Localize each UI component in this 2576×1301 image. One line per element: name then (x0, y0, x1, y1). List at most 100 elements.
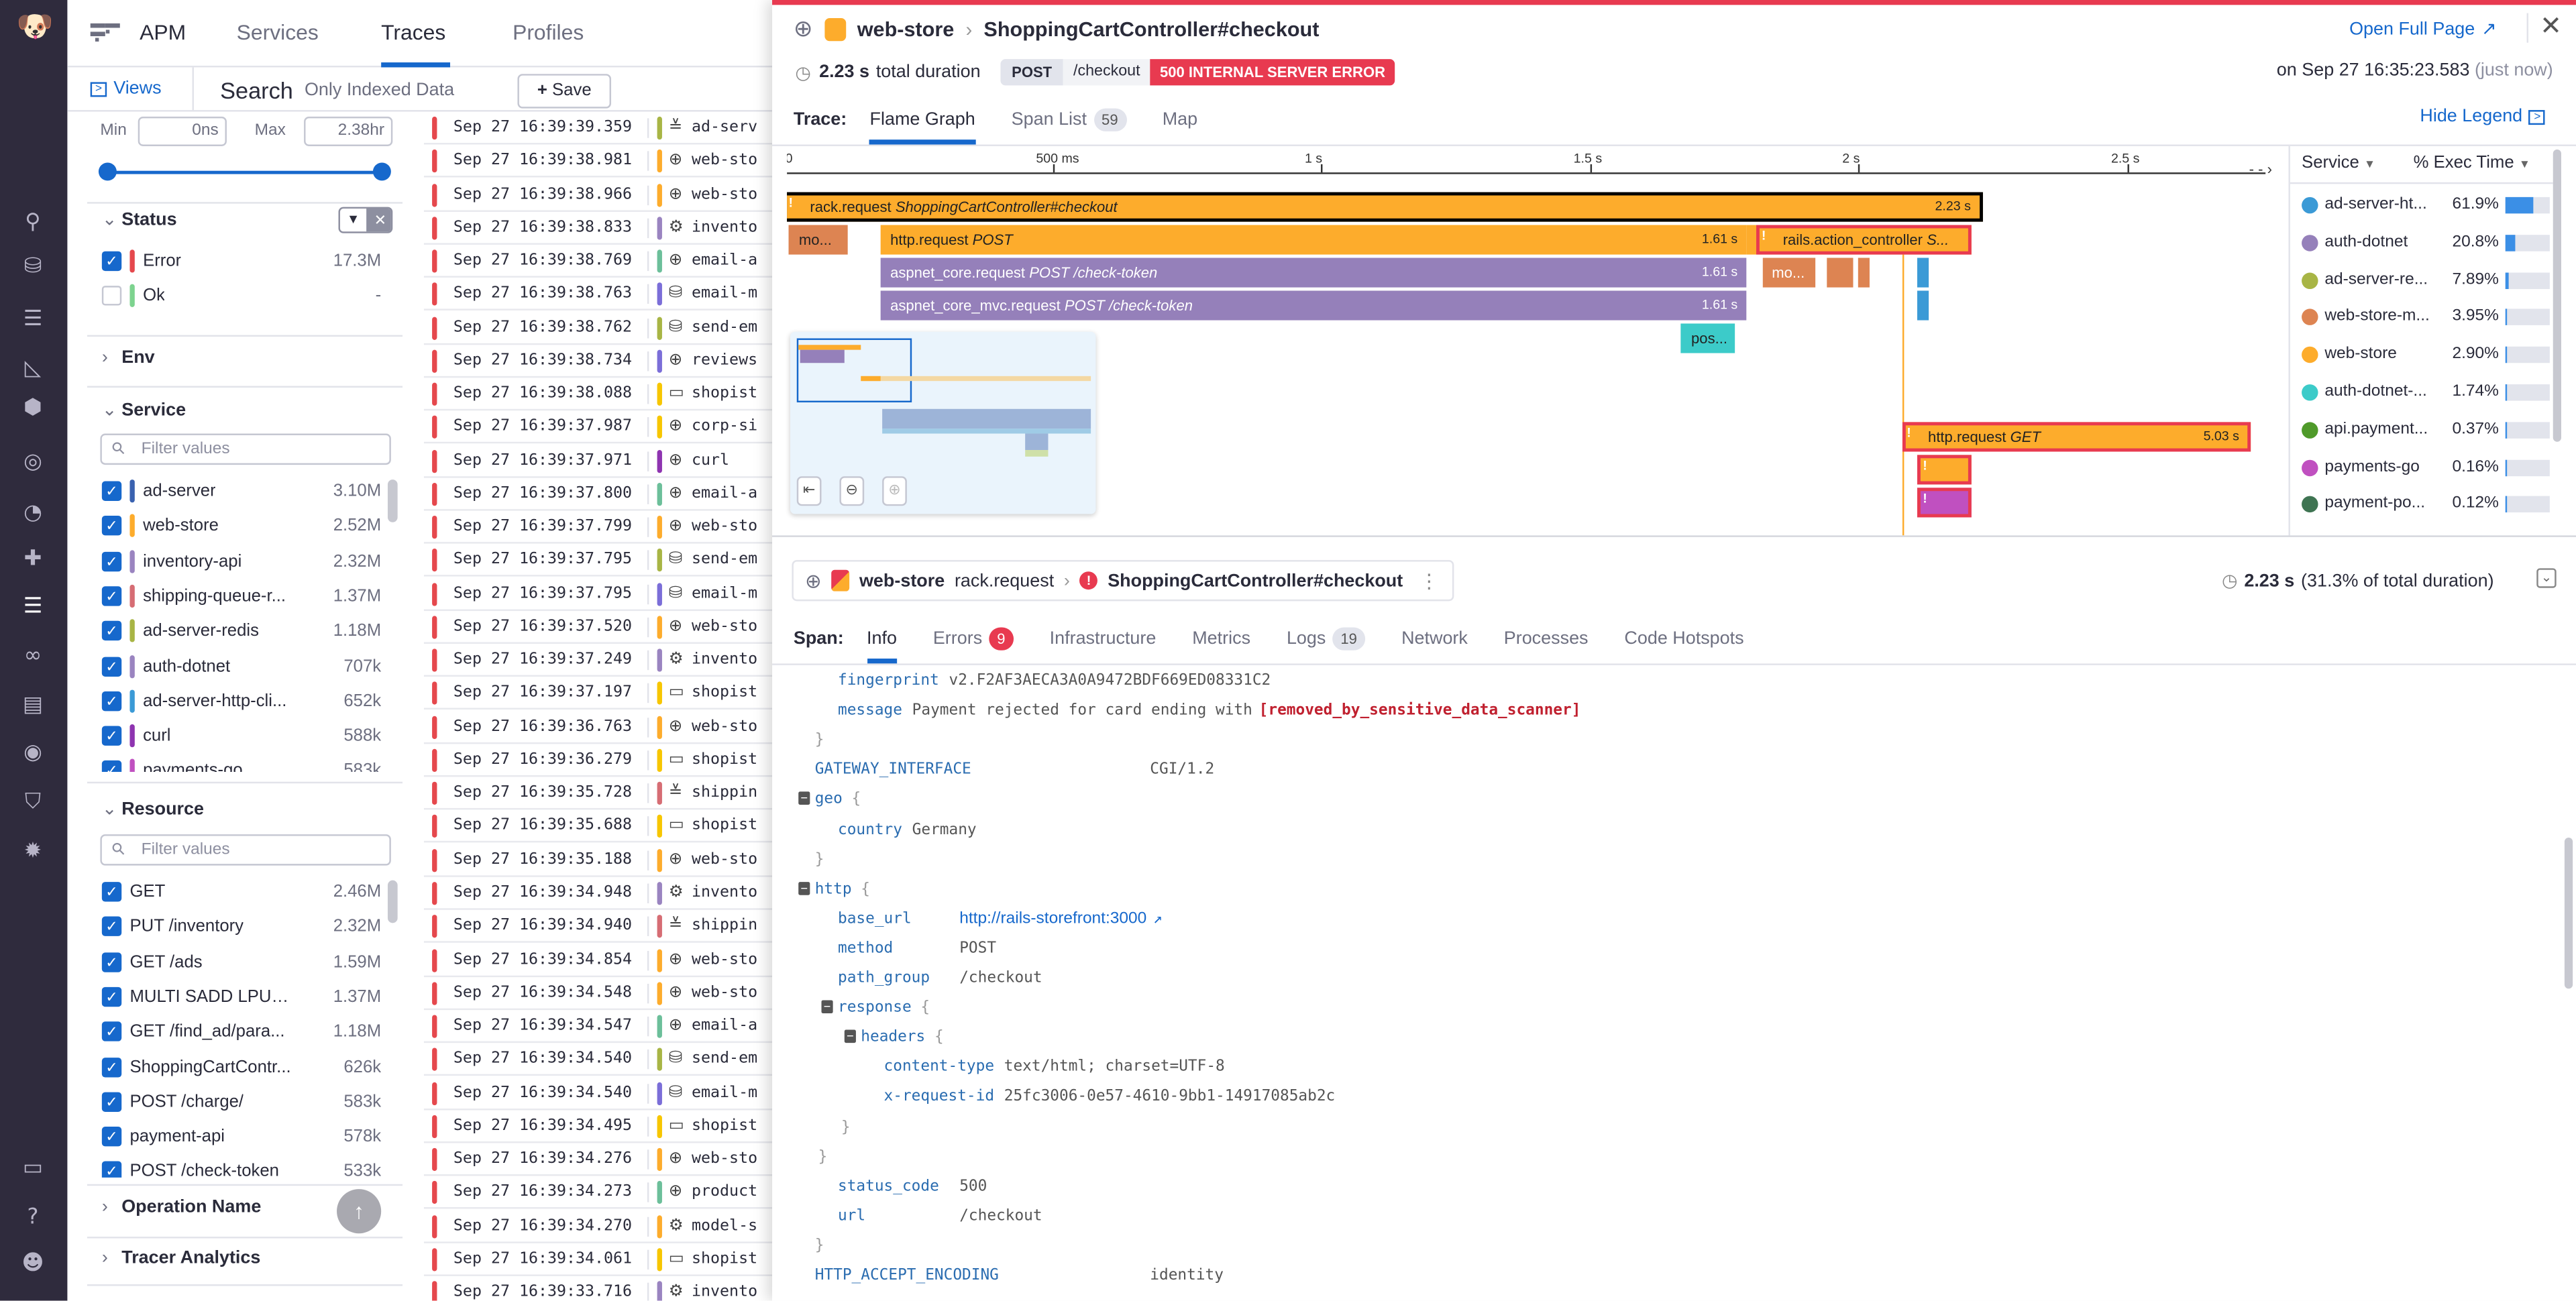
checkbox[interactable]: ✓ (101, 656, 122, 676)
facet-resource-header[interactable]: ⌄Resource (102, 798, 204, 819)
trace-row[interactable]: Sep 27 16:39:37.520⊕web-sto (423, 611, 777, 644)
checkbox[interactable]: ✓ (101, 516, 122, 536)
checkbox[interactable]: ✓ (101, 1127, 122, 1147)
legend-item[interactable]: api.payment...0.37% (2290, 415, 2553, 445)
flame-span[interactable] (1917, 290, 1929, 321)
checkbox[interactable]: ✓ (101, 1056, 122, 1077)
checkbox[interactable]: ✓ (101, 481, 122, 501)
legend-item[interactable]: ad-server-re...7.89% (2290, 266, 2553, 295)
legend-item[interactable]: web-store-m...3.95% (2290, 303, 2553, 333)
flame-span[interactable]: ! (1917, 488, 1972, 518)
hide-legend-button[interactable]: Hide Legend> (2420, 107, 2546, 127)
flame-span[interactable]: pos... (1681, 323, 1735, 353)
collapse-span-icon[interactable]: ⌄ (2536, 568, 2557, 588)
trace-row[interactable]: Sep 27 16:39:37.971⊕curl (423, 445, 777, 477)
hexagons-icon[interactable]: ⬢ (23, 396, 42, 420)
trace-row[interactable]: Sep 27 16:39:38.734⊕reviews (423, 345, 777, 378)
trace-row[interactable]: Sep 27 16:39:37.197▭shopist (423, 677, 777, 710)
flame-span[interactable]: !rack.request ShoppingCartController#che… (787, 192, 1983, 222)
tab-traces[interactable]: Traces (381, 19, 446, 45)
trace-row[interactable]: Sep 27 16:39:34.548⊕web-sto (423, 977, 777, 1010)
trace-row[interactable]: Sep 27 16:39:38.981⊕web-sto (423, 145, 777, 178)
trace-row[interactable]: Sep 27 16:39:37.795⛁email-m (423, 577, 777, 611)
flame-span[interactable]: mo... (1762, 258, 1816, 288)
span-service[interactable]: web-store (859, 571, 945, 591)
watchdog-icon[interactable]: ◉ (23, 740, 42, 766)
flame-span[interactable] (1826, 258, 1854, 288)
trace-row[interactable]: Sep 27 16:39:35.688▭shopist (423, 810, 777, 844)
checkbox[interactable]: ✓ (101, 726, 122, 746)
flame-minimap[interactable]: ⇤ ⊖ ⊕ (790, 331, 1096, 514)
resource-filter-input[interactable]: Filter values (100, 834, 391, 866)
legend-item[interactable]: auth-dotnet-...1.74% (2290, 378, 2553, 407)
trace-row[interactable]: Sep 27 16:39:34.495▭shopist (423, 1110, 777, 1143)
trace-row[interactable]: Sep 27 16:39:35.188⊕web-sto (423, 844, 777, 877)
clear-icon[interactable]: ✕ (366, 209, 391, 232)
legend-item[interactable]: ad-server-ht...61.9% (2290, 190, 2553, 220)
tab-infrastructure[interactable]: Infrastructure (1050, 626, 1157, 663)
legend-item[interactable]: payment-po...0.12% (2290, 490, 2553, 520)
collapse-icon[interactable]: − (844, 1029, 856, 1043)
checkbox[interactable]: ✓ (101, 1021, 122, 1042)
trace-row[interactable]: Sep 27 16:39:35.728≚shippin (423, 777, 777, 810)
trace-row[interactable]: Sep 27 16:39:34.273⊕product (423, 1176, 777, 1210)
trace-row[interactable]: Sep 27 16:39:37.249⚙invento (423, 644, 777, 677)
open-full-page-link[interactable]: Open Full Page↗ (2349, 18, 2497, 40)
trace-row[interactable]: Sep 27 16:39:38.769⊕email-a (423, 245, 777, 278)
scroll-to-top-button[interactable]: ↑ (337, 1189, 382, 1234)
trace-row[interactable]: Sep 27 16:39:34.276⊕web-sto (423, 1143, 777, 1176)
trace-row[interactable]: Sep 27 16:39:34.854⊕web-sto (423, 944, 777, 976)
tab-network[interactable]: Network (1401, 626, 1468, 663)
list-icon[interactable]: ☰ (23, 306, 43, 332)
avatar-icon[interactable]: ☻ (21, 1251, 44, 1276)
trace-row[interactable]: Sep 27 16:39:37.795⛁send-em (423, 545, 777, 577)
tab-info[interactable]: Info (867, 626, 897, 664)
trace-row[interactable]: Sep 27 16:39:33.716⚙invento (424, 1276, 777, 1301)
facet-service-item[interactable]: ✓shipping-queue-r...1.37M (101, 581, 391, 611)
collapse-icon[interactable]: − (798, 881, 810, 895)
views-button[interactable]: >Views (90, 79, 162, 99)
facet-status-header[interactable]: ⌄Status (102, 209, 177, 229)
tab-metrics[interactable]: Metrics (1192, 626, 1250, 663)
minimap-viewport[interactable] (796, 338, 912, 403)
binoculars-icon[interactable]: ⛁ (23, 254, 42, 280)
collapse-icon[interactable]: − (821, 1000, 833, 1014)
trace-row[interactable]: Sep 27 16:39:38.088▭shopist (423, 378, 777, 411)
resource-scrollbar[interactable] (387, 880, 398, 923)
flame-span[interactable]: !rails.action_controller S... (1756, 225, 1972, 255)
trace-service[interactable]: web-store (857, 17, 955, 42)
chart-icon[interactable]: ◺ (24, 356, 42, 382)
trace-row[interactable]: Sep 27 16:39:38.966⊕web-sto (423, 178, 777, 211)
traces-icon[interactable]: ☰ (23, 594, 43, 620)
flame-graph[interactable]: - - › 0500 ms1 s1.5 s2 s2.5 s!rack.reque… (787, 146, 2287, 536)
checkbox[interactable] (101, 286, 122, 306)
help-icon[interactable]: ? (27, 1205, 39, 1231)
trace-row[interactable]: Sep 27 16:39:37.799⊕web-sto (423, 511, 777, 544)
facet-operation-header[interactable]: ›Operation Name (102, 1197, 261, 1217)
checkbox[interactable]: ✓ (101, 691, 122, 711)
checkbox[interactable]: ✓ (101, 917, 122, 937)
gauge-icon[interactable]: ◔ (23, 500, 42, 526)
legend-scrollbar[interactable] (2553, 149, 2561, 442)
min-duration-input[interactable]: 0ns (138, 116, 227, 146)
book-icon[interactable]: ▤ (22, 693, 44, 718)
zoom-out-icon[interactable]: ⊖ (839, 476, 865, 506)
trace-row[interactable]: Sep 27 16:39:39.359≚ad-serv (423, 112, 777, 145)
facet-service-item[interactable]: ✓ad-server-http-cli...652k (101, 686, 391, 716)
facet-service-header[interactable]: ⌄Service (102, 399, 186, 420)
checkbox[interactable]: ✓ (101, 986, 122, 1007)
tab-map[interactable]: Map (1162, 110, 1198, 130)
link-icon[interactable]: ∞ (23, 644, 42, 669)
trace-row[interactable]: Sep 27 16:39:34.061▭shopist (423, 1243, 777, 1276)
trace-row[interactable]: Sep 27 16:39:36.763⊕web-sto (423, 711, 777, 744)
checkbox[interactable]: ✓ (101, 1092, 122, 1112)
